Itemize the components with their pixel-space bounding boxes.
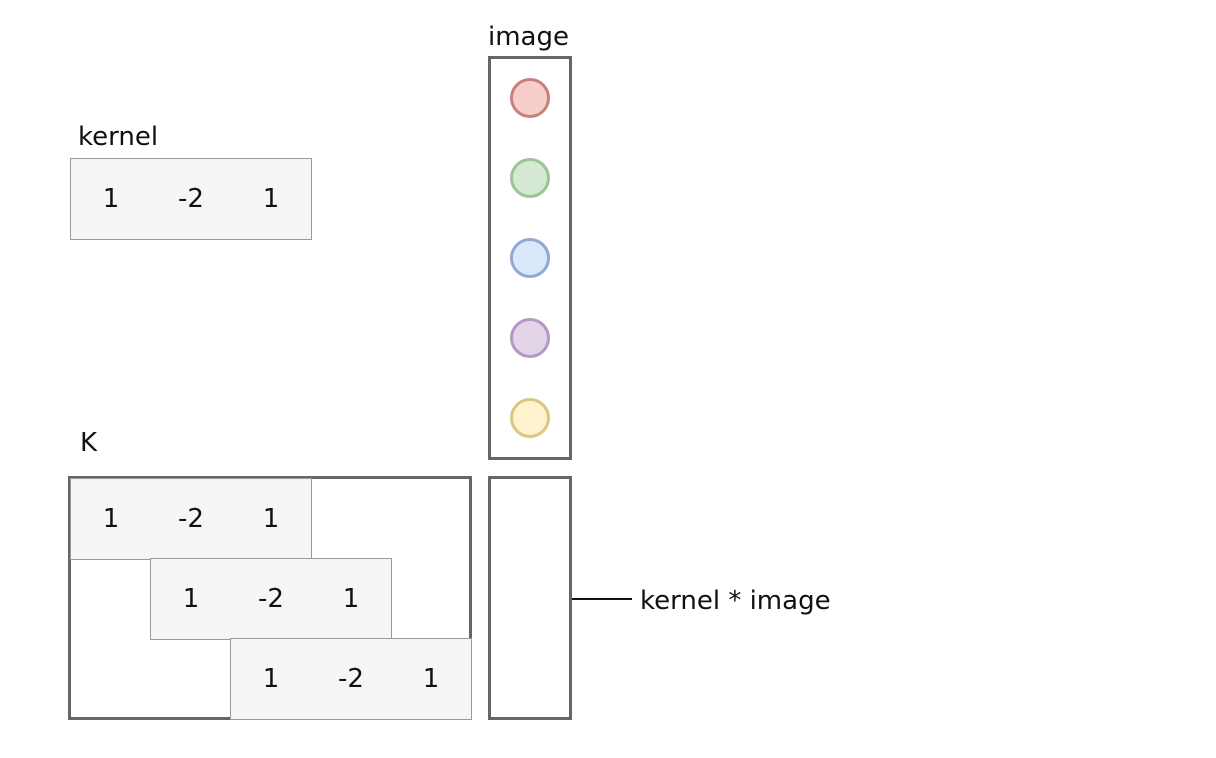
kernel-value-3: 1 (262, 184, 280, 214)
matrix-k-row-1: 1 -2 1 (70, 478, 312, 560)
matrix-k-cell: -2 (338, 664, 364, 694)
purple-pixel (510, 318, 550, 358)
result-connector-line (572, 598, 632, 600)
matrix-k-cell: 1 (182, 584, 200, 614)
matrix-k-cell: 1 (422, 664, 440, 694)
matrix-k-cell: -2 (178, 504, 204, 534)
matrix-k-cell: 1 (102, 504, 120, 534)
result-vector-frame (488, 476, 572, 720)
kernel-title: kernel (78, 122, 159, 152)
matrix-k-cell: 1 (262, 504, 280, 534)
matrix-k-cell: -2 (258, 584, 284, 614)
result-label: kernel * image (640, 586, 831, 616)
green-pixel (510, 158, 550, 198)
yellow-pixel (510, 398, 550, 438)
matrix-k-title: K (80, 428, 98, 458)
image-title: image (488, 22, 569, 52)
matrix-k-cell: 1 (342, 584, 360, 614)
kernel-value-2: -2 (178, 184, 204, 214)
image-vector-frame (488, 56, 572, 460)
matrix-k-row-2: 1 -2 1 (150, 558, 392, 640)
red-pixel (510, 78, 550, 118)
blue-pixel (510, 238, 550, 278)
matrix-k-cell: 1 (262, 664, 280, 694)
matrix-k-row-3: 1 -2 1 (230, 638, 472, 720)
kernel-value-1: 1 (102, 184, 120, 214)
kernel-row: 1 -2 1 (70, 158, 312, 240)
